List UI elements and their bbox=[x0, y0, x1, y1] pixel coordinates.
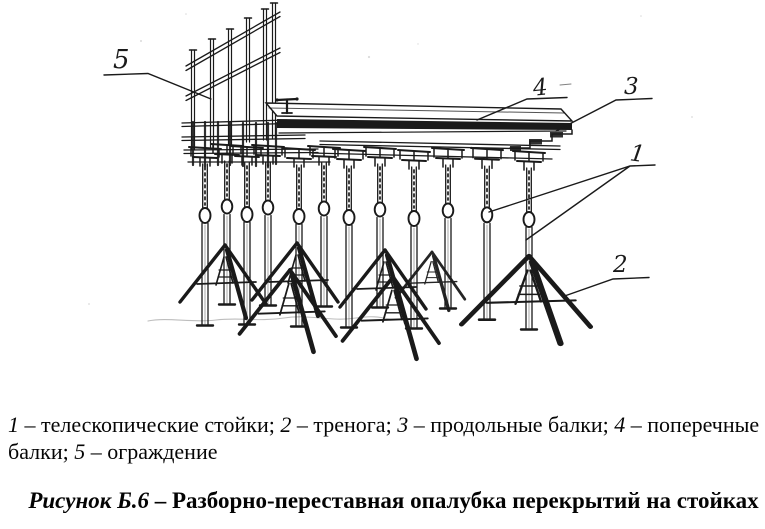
deck-edge-band bbox=[277, 119, 572, 130]
leader-line-2 bbox=[565, 276, 650, 297]
deck-top-face bbox=[264, 102, 574, 122]
figure-label-5: 5 bbox=[113, 45, 130, 75]
telescopic-prop bbox=[469, 146, 505, 321]
caption-title: Разборно-переставная опалубка перекрытий… bbox=[171, 488, 759, 513]
leader-line-3 bbox=[555, 97, 653, 132]
clamp-t-handle bbox=[275, 97, 299, 115]
telescopic-prop bbox=[229, 144, 265, 326]
guardrail-post-caps bbox=[188, 2, 279, 51]
longitudinal-beams bbox=[311, 140, 561, 160]
longitudinal-beam-ends bbox=[509, 129, 573, 151]
scan-speckles bbox=[88, 13, 693, 305]
guardrail-posts bbox=[190, 2, 277, 151]
figure-label-1: 1 bbox=[628, 140, 646, 168]
telescopic-prop bbox=[187, 145, 223, 327]
leader-line-5 bbox=[103, 72, 212, 100]
formwork-drawing: 5 4 3 1 2 bbox=[88, 2, 693, 405]
figure-number: Рисунок Б.6 bbox=[28, 488, 149, 513]
leader-line-4 bbox=[476, 96, 568, 121]
deck-slab bbox=[264, 102, 574, 134]
ground-line bbox=[147, 316, 399, 322]
guardrail-mid-rail bbox=[185, 47, 281, 102]
stray-mark bbox=[559, 83, 572, 86]
figure-label-4: 4 bbox=[531, 74, 549, 101]
guardrail-top-rail bbox=[185, 11, 281, 72]
telescopic-prop bbox=[430, 146, 466, 310]
tripod bbox=[180, 245, 266, 318]
telescopic-prop bbox=[209, 142, 245, 306]
figure-label-2: 2 bbox=[612, 252, 628, 278]
guardrail bbox=[185, 2, 281, 151]
figure-drawing-area: 5 4 3 1 2 bbox=[88, 2, 693, 405]
legend-line-2: балки; 5 – ограждение bbox=[8, 439, 218, 464]
caption-separator: – bbox=[148, 488, 172, 513]
legend-line-1: 1 – телескопические стойки; 2 – тренога;… bbox=[8, 412, 760, 437]
figure-label-3: 3 bbox=[624, 74, 639, 100]
figure-caption: Рисунок Б.6 – Разборно-переставная опалу… bbox=[0, 488, 765, 514]
figure-legend: 1 – телескопические стойки; 2 – тренога;… bbox=[8, 411, 763, 465]
leader-line-1 bbox=[488, 164, 656, 241]
telescopic-prop bbox=[306, 144, 342, 308]
